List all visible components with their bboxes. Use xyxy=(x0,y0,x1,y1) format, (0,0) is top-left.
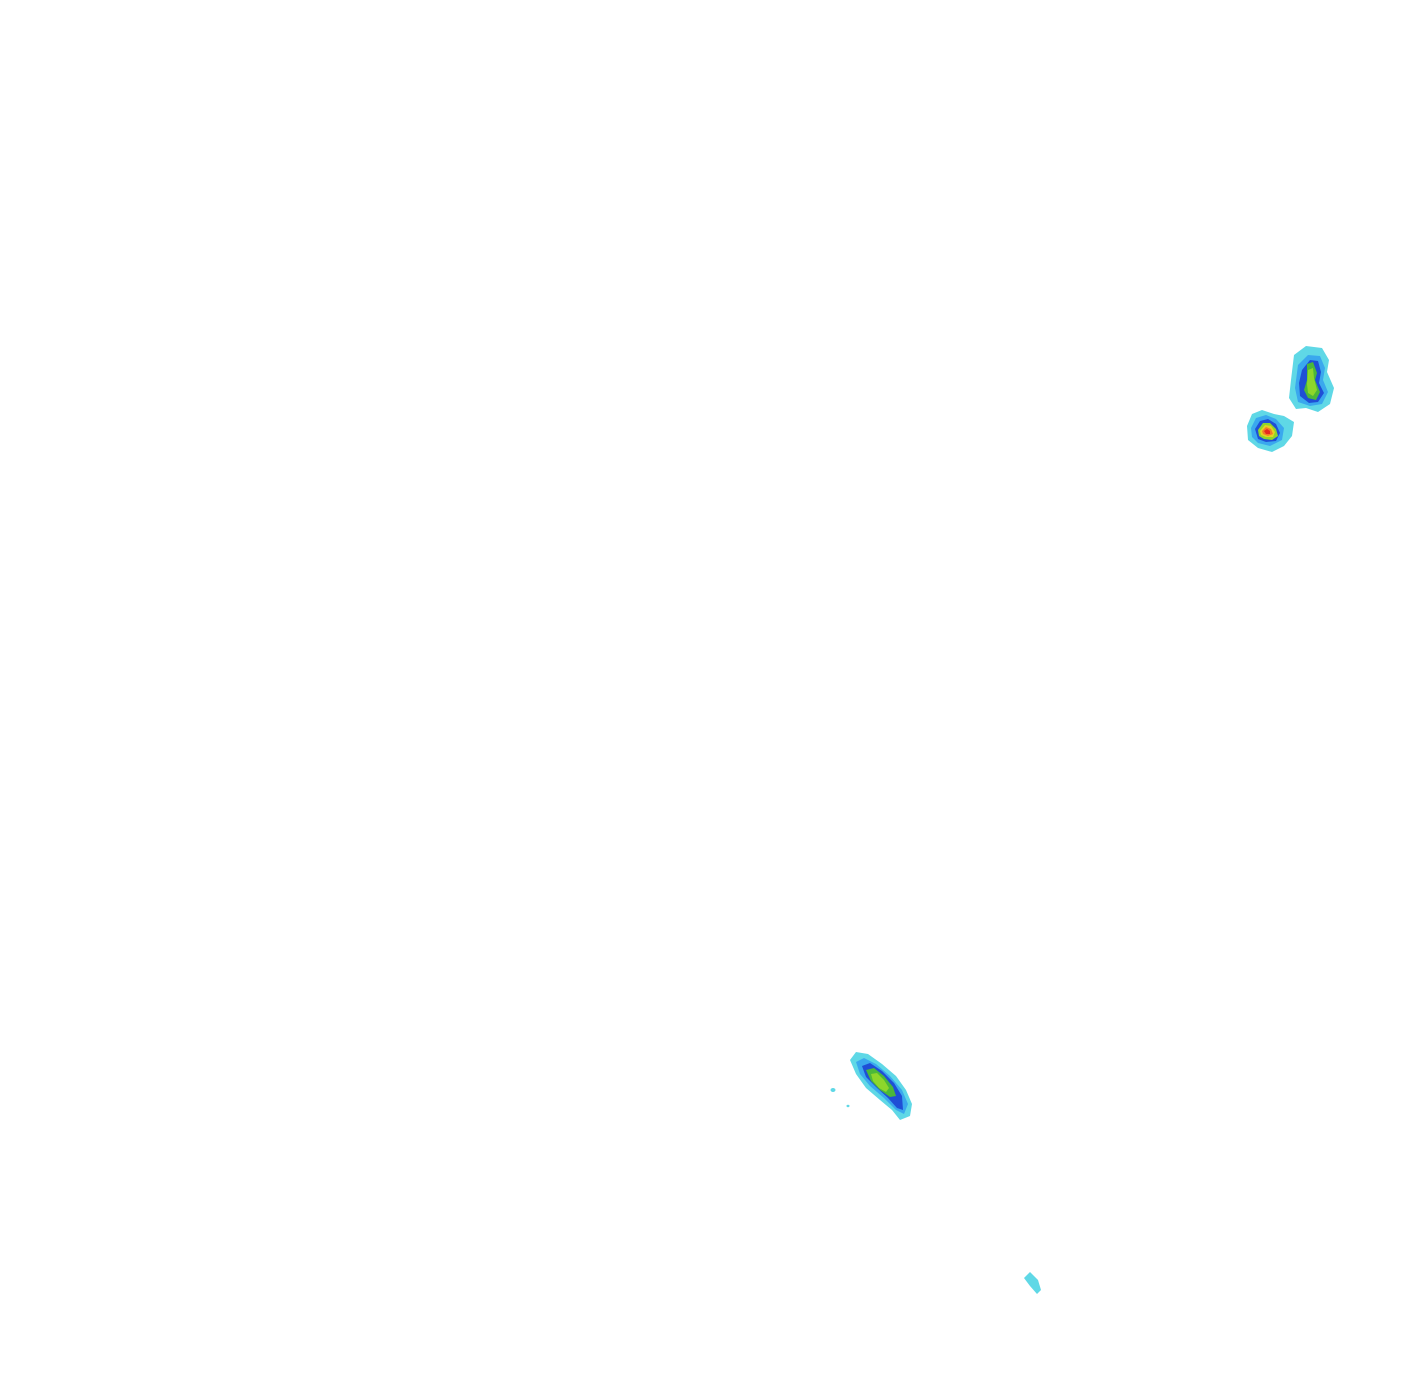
echo-cell-southeast-small xyxy=(1024,1272,1041,1294)
echo-speck-2 xyxy=(846,1104,850,1108)
echo-cell-northeast-upper xyxy=(1289,346,1334,412)
echo-level-8 xyxy=(1264,429,1270,434)
echo-cell-southcentral xyxy=(850,1052,912,1120)
echo-level-5 xyxy=(871,1073,889,1092)
echo-cell-northeast-lower xyxy=(1247,410,1294,452)
echo-level-5 xyxy=(1307,368,1317,396)
echo-speck-1 xyxy=(830,1088,836,1092)
echo-level-1 xyxy=(1024,1272,1041,1294)
